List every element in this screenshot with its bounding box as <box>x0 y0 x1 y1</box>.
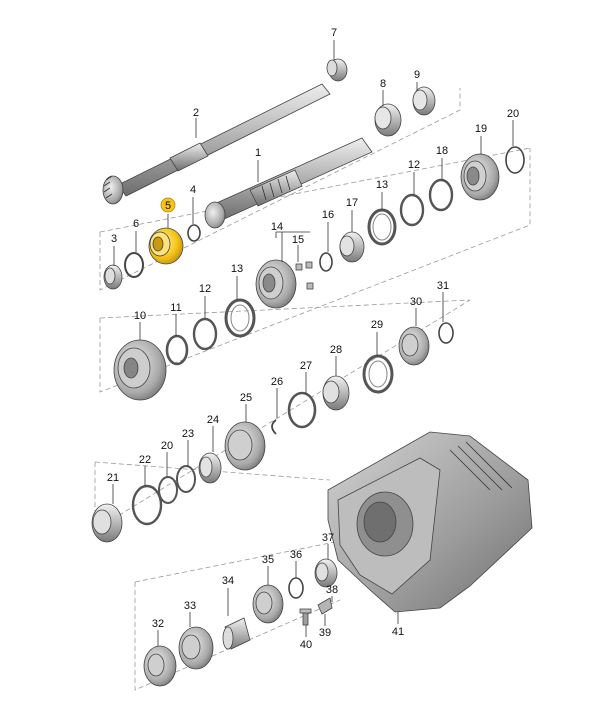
callout-7: 7 <box>331 27 337 39</box>
gear-33 <box>178 626 214 670</box>
callout-labels: 1 2 3 4 5 6 7 8 9 10 11 12 12 13 13 14 1… <box>107 27 519 651</box>
callout-29: 29 <box>371 319 383 331</box>
callout-32: 32 <box>152 618 164 630</box>
bearing-21 <box>91 503 123 543</box>
callout-35: 35 <box>262 554 274 566</box>
callout-13-mid: 13 <box>231 263 243 275</box>
leader-lines <box>112 40 514 646</box>
synchro-13-mid <box>224 298 256 338</box>
callout-5-highlight <box>160 197 176 213</box>
synchro-13-top <box>367 208 397 246</box>
shaft-1 <box>204 137 373 229</box>
callout-22: 22 <box>139 454 151 466</box>
ring-18 <box>428 178 454 212</box>
callout-6: 6 <box>133 218 139 230</box>
callout-15: 15 <box>292 234 304 246</box>
callout-30: 30 <box>410 296 422 308</box>
bearing-17 <box>339 231 365 263</box>
sleeve-34 <box>222 617 251 650</box>
bolt-40 <box>299 608 312 626</box>
callout-39: 39 <box>319 627 331 639</box>
callout-12-top: 12 <box>408 159 420 171</box>
bearing-24 <box>198 452 222 484</box>
callout-38: 38 <box>326 584 338 596</box>
shaft-2 <box>102 83 331 205</box>
callout-11: 11 <box>170 302 181 314</box>
callout-14: 14 <box>271 221 283 233</box>
ring-22 <box>131 484 163 526</box>
bearing-7 <box>326 58 348 82</box>
bracket-39 <box>317 597 333 615</box>
synchro-27 <box>287 391 317 429</box>
gear-25 <box>224 421 266 471</box>
ring-31 <box>438 322 454 344</box>
gear-10 <box>113 339 167 401</box>
callout-36: 36 <box>290 549 302 561</box>
callout-2: 2 <box>193 107 199 119</box>
ring-36 <box>288 577 304 599</box>
callout-20-top: 20 <box>507 108 519 120</box>
callout-18: 18 <box>436 145 448 157</box>
callout-19: 19 <box>475 123 487 135</box>
callout-24: 24 <box>207 414 219 426</box>
callout-1: 1 <box>255 147 261 159</box>
ring-12-top <box>399 193 425 227</box>
ring-23 <box>176 465 196 493</box>
assembly-axis-lines <box>94 88 531 691</box>
ring-4 <box>187 224 201 242</box>
bearing-3 <box>103 264 123 290</box>
callout-26: 26 <box>271 376 283 388</box>
callout-23: 23 <box>182 428 194 440</box>
callout-27: 27 <box>300 360 312 372</box>
callout-13-top: 13 <box>376 179 388 191</box>
gear-32 <box>143 645 177 687</box>
part-5-highlighted <box>148 227 184 265</box>
callout-40: 40 <box>300 639 312 651</box>
callout-41: 41 <box>392 626 404 638</box>
gearbox-housing-41 <box>327 431 533 613</box>
gear-19 <box>460 153 500 201</box>
gear-14 <box>255 259 297 309</box>
callout-8: 8 <box>380 78 386 90</box>
ring-6 <box>124 252 144 278</box>
callout-16: 16 <box>322 209 334 221</box>
callout-21: 21 <box>107 472 119 484</box>
bearing-37 <box>314 558 338 588</box>
ring-16 <box>319 252 333 272</box>
synchro-29 <box>362 354 394 394</box>
callout-33: 33 <box>184 600 196 612</box>
callout-17: 17 <box>346 197 358 209</box>
bearing-8 <box>374 103 402 137</box>
callout-10: 10 <box>134 310 146 322</box>
ring-12-mid <box>192 317 218 351</box>
ring-20-top <box>505 146 525 174</box>
callout-3: 3 <box>111 233 117 245</box>
ring-20-low <box>158 476 178 504</box>
bearing-9 <box>412 86 436 116</box>
gear-30 <box>398 326 430 366</box>
callout-25: 25 <box>240 392 252 404</box>
callout-28: 28 <box>330 344 342 356</box>
callout-5: 5 <box>165 200 171 212</box>
bearing-28 <box>322 375 350 411</box>
callout-34: 34 <box>222 575 234 587</box>
callout-37: 37 <box>322 532 334 544</box>
callout-9: 9 <box>414 69 420 81</box>
callout-20-low: 20 <box>161 440 173 452</box>
callout-4: 4 <box>190 184 196 196</box>
clip-26 <box>271 419 277 435</box>
gear-35 <box>252 584 284 624</box>
clips-15 <box>295 261 314 290</box>
ring-11 <box>165 334 189 366</box>
callout-31: 31 <box>437 280 449 292</box>
callout-12-mid: 12 <box>199 283 211 295</box>
